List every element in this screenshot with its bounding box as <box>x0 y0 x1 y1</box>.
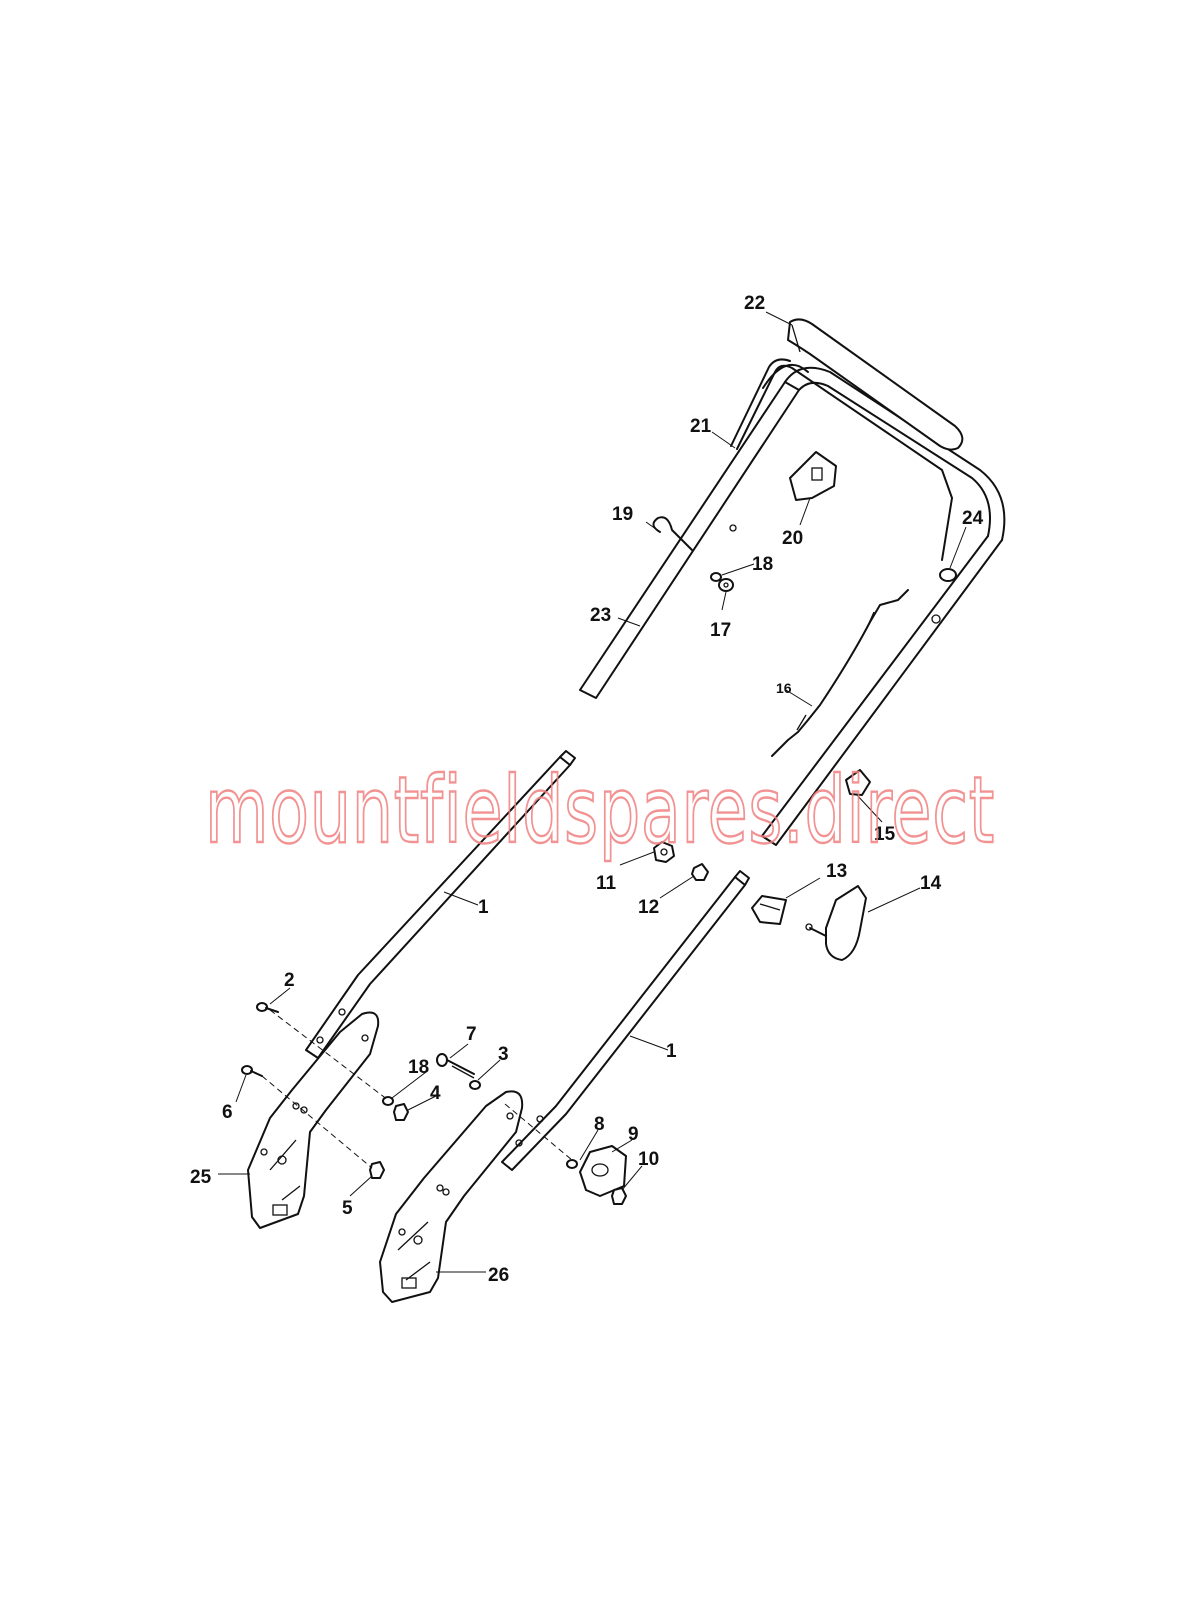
nut-10 <box>611 1187 627 1205</box>
bracket-25 <box>247 1011 380 1229</box>
callout-16: 16 <box>776 680 792 696</box>
washer-18-upper <box>710 572 722 582</box>
assembly-line-middle <box>261 1075 373 1169</box>
callout-25: 25 <box>190 1167 212 1188</box>
leader-lines <box>218 311 967 1273</box>
cable-16 <box>771 589 909 757</box>
lever-14 <box>805 885 867 961</box>
callout-14: 14 <box>920 873 942 894</box>
nut-5 <box>369 1161 385 1179</box>
callout-23: 23 <box>590 605 611 626</box>
callout-22: 22 <box>744 293 765 314</box>
callout-6: 6 <box>222 1102 233 1123</box>
callout-19: 19 <box>612 504 633 525</box>
handle-grip-22 <box>787 318 964 451</box>
washer-18-lower <box>382 1096 394 1106</box>
washer-8 <box>566 1159 578 1169</box>
washer-3 <box>469 1080 481 1090</box>
callout-10: 10 <box>638 1149 659 1170</box>
bracket-26 <box>379 1090 524 1303</box>
bushing-24 <box>939 568 957 582</box>
callout-21: 21 <box>690 416 712 437</box>
callout-20: 20 <box>782 528 803 549</box>
nut-11 <box>653 841 675 863</box>
callout-18-upper: 18 <box>752 554 773 575</box>
callout-15: 15 <box>874 824 896 845</box>
knob-9 <box>579 1145 627 1197</box>
callout-26: 26 <box>488 1265 509 1286</box>
callout-13: 13 <box>826 861 847 882</box>
callout-9: 9 <box>628 1124 639 1145</box>
nut-4 <box>393 1103 409 1121</box>
nut-17 <box>718 578 734 592</box>
bolt-6 <box>241 1065 263 1077</box>
callout-3: 3 <box>498 1044 509 1065</box>
callout-24: 24 <box>962 508 984 529</box>
callout-11: 11 <box>596 873 617 894</box>
assembly-line-right <box>504 1103 573 1161</box>
callout-7: 7 <box>466 1024 477 1045</box>
lower-handle-1-right <box>501 870 750 1171</box>
watermark: mountfieldspares.direct <box>205 757 995 864</box>
clamp-13 <box>751 895 787 925</box>
bolt-7 <box>436 1053 475 1079</box>
assembly-line-upper <box>269 1009 389 1101</box>
control-20 <box>789 451 837 501</box>
callout-2: 2 <box>284 970 295 991</box>
callout-4: 4 <box>430 1083 441 1104</box>
callout-12: 12 <box>638 897 659 918</box>
callout-8: 8 <box>594 1114 605 1135</box>
bolt-2 <box>256 1002 279 1013</box>
callout-18-lower: 18 <box>408 1057 429 1078</box>
nut-12 <box>691 863 709 881</box>
callout-17: 17 <box>710 620 731 641</box>
bail-bar-21 <box>730 358 953 561</box>
callout-1-left: 1 <box>478 897 489 918</box>
callout-5: 5 <box>342 1198 353 1219</box>
callout-1-right: 1 <box>666 1041 677 1062</box>
clip-15 <box>845 769 871 796</box>
pin-19 <box>652 516 693 551</box>
callout-labels: 22 21 19 20 24 18 17 23 16 15 11 12 13 1… <box>190 293 984 1286</box>
